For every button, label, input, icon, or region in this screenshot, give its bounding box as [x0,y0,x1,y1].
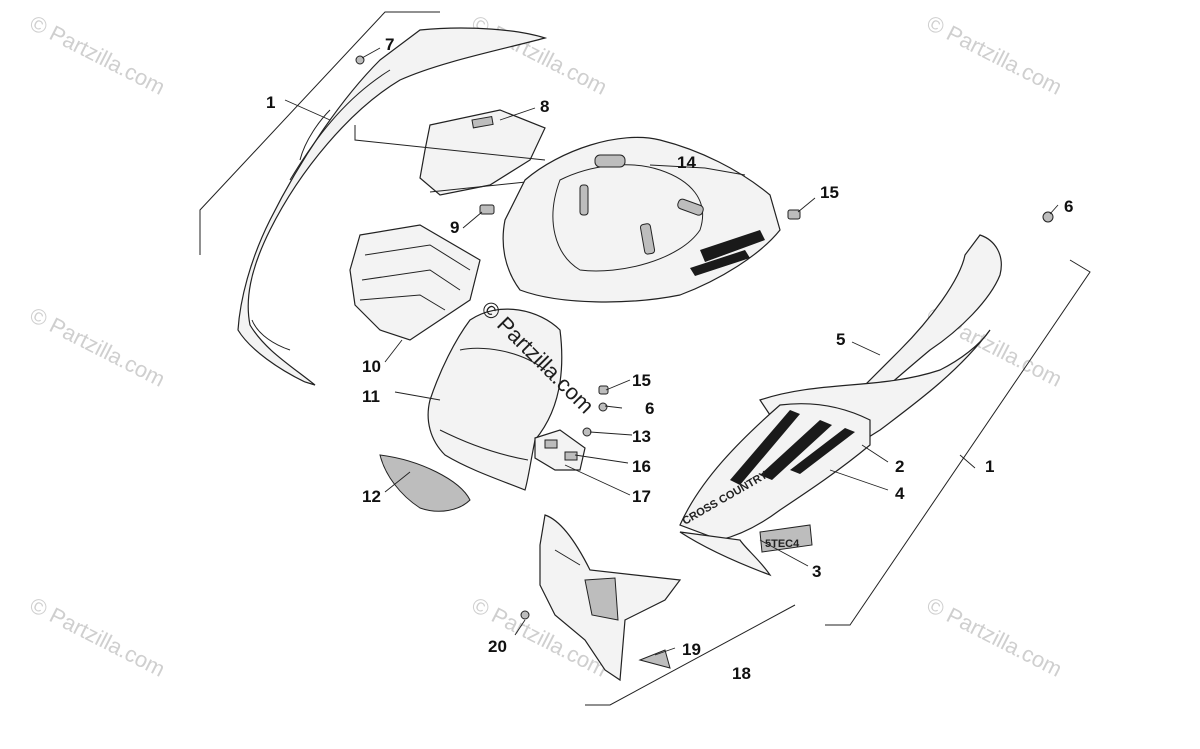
watermark-top-right: © Partzilla.com [923,10,1066,100]
part-15-clip-mid [598,385,609,395]
watermark-mid-left: © Partzilla.com [26,302,169,392]
part-18-lower-panel [539,514,682,682]
part-10-inner-bracket [349,224,481,341]
watermark-top-center: © Partzilla.com [468,10,611,100]
callout-15-mid: 15 [632,371,651,390]
callout-14: 14 [677,153,696,172]
callout-12: 12 [362,487,381,506]
callout-7: 7 [385,35,394,54]
group-1-right-bracket [825,259,1091,626]
callout-20: 20 [488,637,507,656]
callout-18: 18 [732,664,751,683]
part-12-grille [379,454,471,512]
callout-9: 9 [450,218,459,237]
callout-11: 11 [362,387,380,406]
group-18-bracket [585,604,796,706]
part-3-badge: 5TEC4 [679,524,813,577]
watermark-top-left: © Partzilla.com [26,10,169,100]
part-9-clip [479,204,495,215]
part-13-screw [582,427,592,437]
callout-6-top: 6 [1064,197,1073,216]
part-11-nose [427,308,563,491]
callout-17: 17 [632,487,651,506]
model-badge-text: 5TEC4 [765,538,800,550]
part-16-17-brackets [534,429,586,471]
part-1-left-side-panel [199,11,548,386]
callout-4: 4 [895,484,905,503]
callout-3: 3 [812,562,821,581]
part-2-4-decal: CROSS COUNTRY [679,403,871,541]
callout-8: 8 [540,97,549,116]
part-20-screw [520,610,530,620]
part-8-upper-panel [354,109,546,196]
part-14-upper-hood [502,136,781,303]
callout-15-top: 15 [820,183,839,202]
leader-lines [284,47,1059,656]
callout-2: 2 [895,457,904,476]
part-6-screw-top [1042,211,1054,223]
callout-6-mid: 6 [645,399,654,418]
callout-numbers: 1 7 8 9 10 11 12 14 15 15 6 13 16 17 5 6… [266,35,1073,683]
watermark-bottom-left: © Partzilla.com [26,592,169,682]
callout-16: 16 [632,457,651,476]
part-6-screw-mid [598,402,608,412]
callout-10: 10 [362,357,381,376]
callout-1-right: 1 [985,457,994,476]
part-15-clip-top [787,209,801,220]
callout-19: 19 [682,640,701,659]
callout-13: 13 [632,427,651,446]
watermark-bottom-right: © Partzilla.com [923,592,1066,682]
part-19-reflector [638,649,671,669]
callout-1-left: 1 [266,93,275,112]
callout-5: 5 [836,330,845,349]
